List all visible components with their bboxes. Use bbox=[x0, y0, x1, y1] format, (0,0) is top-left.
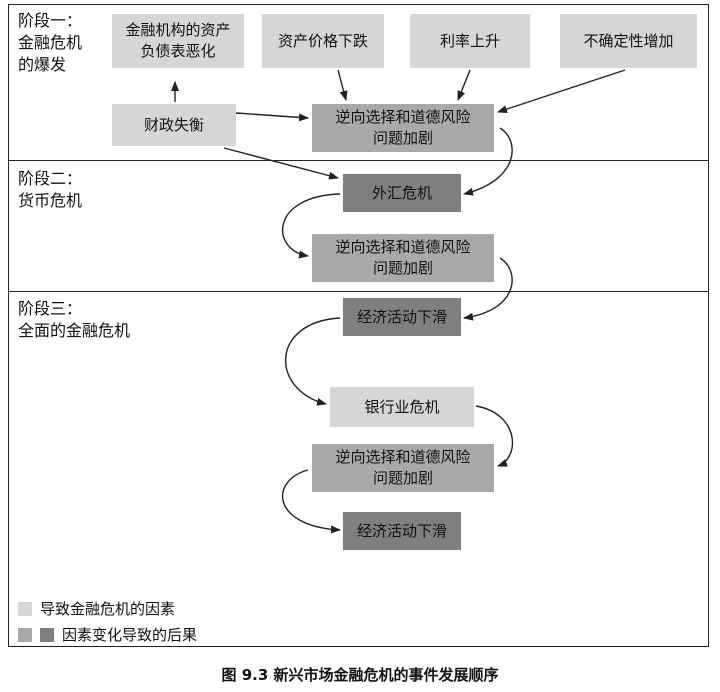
figure-caption: 图 9.3 新兴市场金融危机的事件发展顺序 bbox=[221, 666, 499, 684]
box-adverse-selection-1: 逆向选择和道德风险 问题加剧 bbox=[312, 104, 494, 152]
stage-1-label: 阶段一： 金融危机 的爆发 bbox=[18, 11, 83, 74]
legend-causes-label: 导致金融危机的因素 bbox=[40, 600, 176, 618]
box-fx-crisis: 外汇危机 bbox=[343, 174, 461, 212]
stage-divider-2 bbox=[8, 291, 709, 292]
box-economic-decline-2: 经济活动下滑 bbox=[343, 512, 461, 550]
box-adverse-selection-3: 逆向选择和道德风险 问题加剧 bbox=[312, 444, 494, 492]
legend-swatch-light bbox=[18, 601, 32, 616]
stage-2-label: 阶段二： 货币危机 bbox=[18, 169, 83, 210]
box-interest-rate: 利率上升 bbox=[410, 14, 530, 68]
box-banking-crisis: 银行业危机 bbox=[330, 387, 474, 427]
legend-causes: 导致金融危机的因素 bbox=[18, 598, 175, 619]
box-fiscal: 财政失衡 bbox=[112, 104, 236, 146]
stage-3-label: 阶段三： 全面的金融危机 bbox=[18, 299, 131, 340]
legend-consequences-label: 因素变化导致的后果 bbox=[62, 626, 198, 644]
box-balance-sheet: 金融机构的资产 负债表恶化 bbox=[112, 14, 244, 68]
box-economic-decline-1: 经济活动下滑 bbox=[343, 298, 461, 336]
box-asset-price: 资产价格下跌 bbox=[262, 14, 384, 68]
box-adverse-selection-2: 逆向选择和道德风险 问题加剧 bbox=[312, 234, 494, 282]
legend-consequences: 因素变化导致的后果 bbox=[18, 624, 197, 645]
diagram-frame bbox=[8, 4, 709, 647]
stage-divider-1 bbox=[8, 160, 709, 161]
legend-swatch-mid bbox=[18, 627, 32, 642]
box-uncertainty: 不确定性增加 bbox=[560, 14, 697, 68]
legend-swatch-dark bbox=[40, 627, 54, 642]
